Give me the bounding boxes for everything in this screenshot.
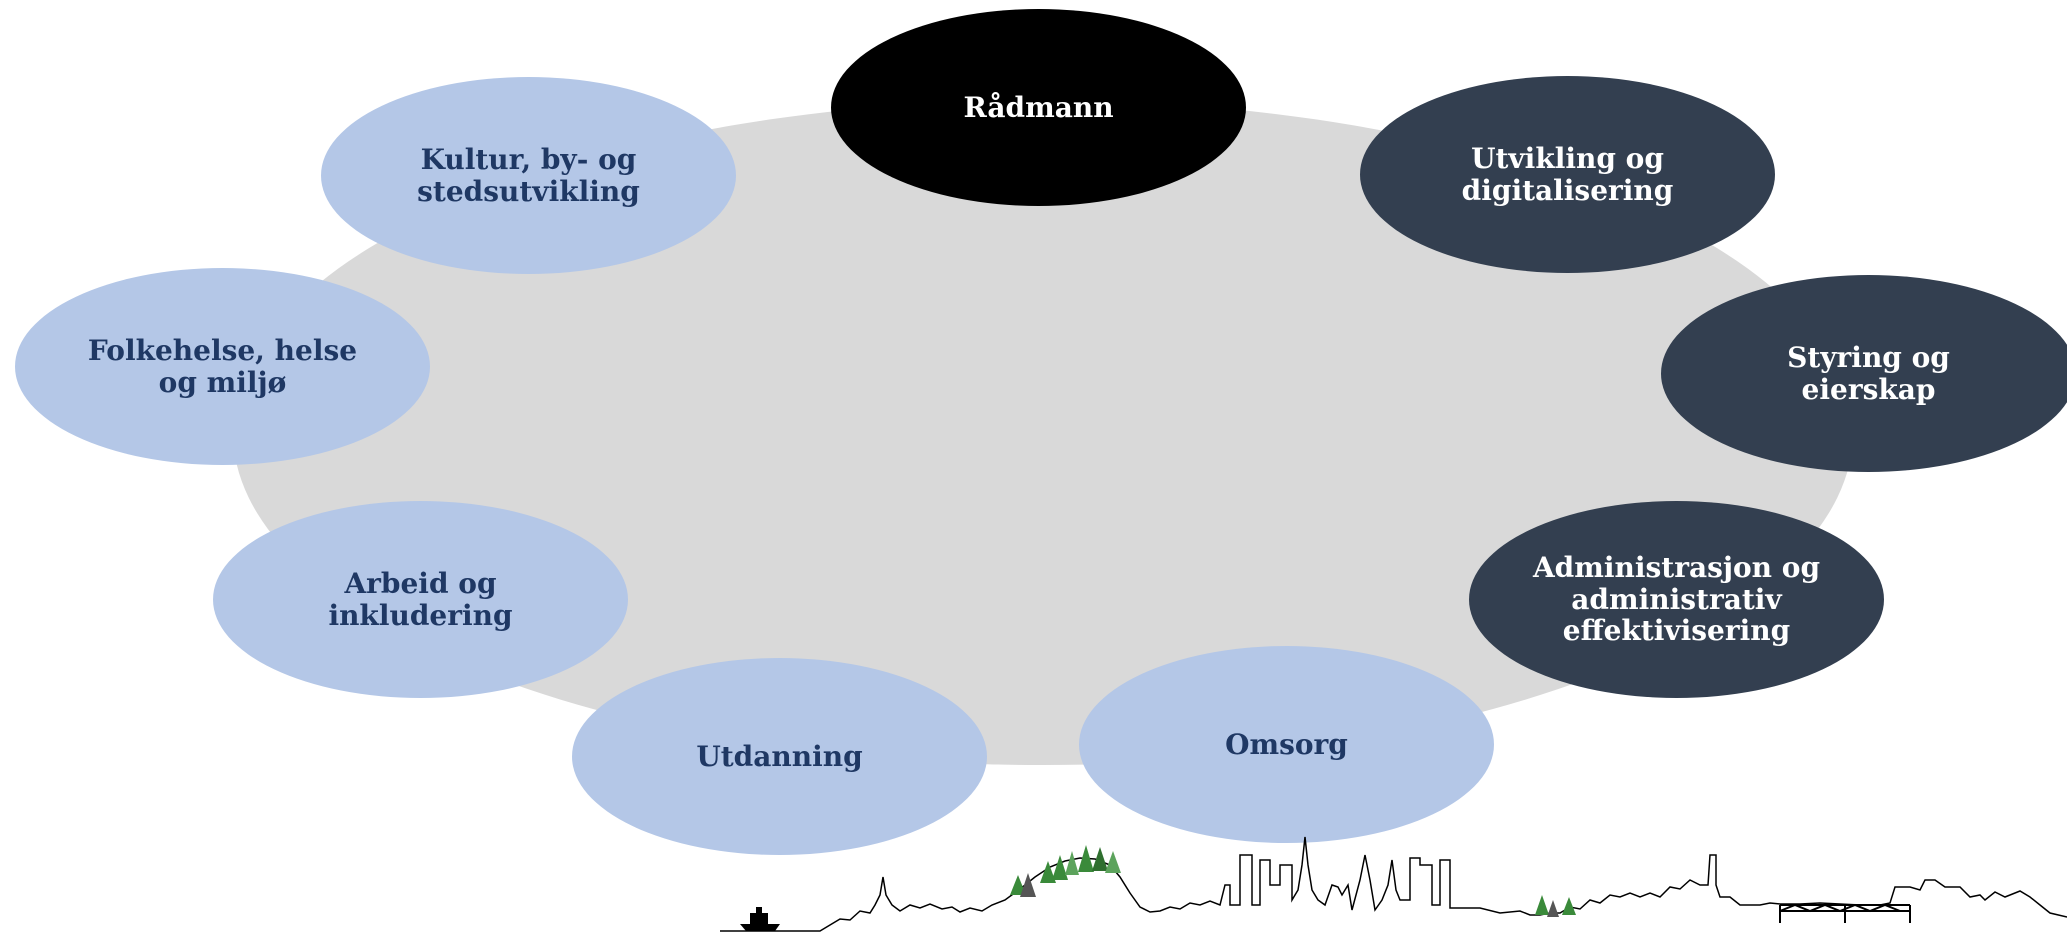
node-kultur-by-og-stedsutvikling: Kultur, by- og stedsutvikling xyxy=(321,77,736,274)
ship-icon xyxy=(740,907,780,931)
node-label-line: Folkehelse, helse xyxy=(87,333,358,367)
node-utvikling-og-digitalisering: Utvikling og digitalisering xyxy=(1360,76,1775,273)
node-label-line: Kultur, by- og xyxy=(420,142,637,176)
node-administrasjon-og-administrativ-effektivisering: Administrasjon og administrativ effektiv… xyxy=(1469,501,1884,698)
node-label-line: Arbeid og xyxy=(344,566,497,600)
node-arbeid-og-inkludering: Arbeid og inkludering xyxy=(213,501,628,698)
node-label-line: eierskap xyxy=(1801,372,1936,406)
bridge-icon xyxy=(1779,903,1911,923)
node-label-line: og miljø xyxy=(158,365,287,399)
node-styring-og-eierskap: Styring og eierskap xyxy=(1661,275,2067,472)
node-omsorg: Omsorg xyxy=(1079,646,1494,843)
node-folkehelse-helse-og-miljo: Folkehelse, helse og miljø xyxy=(15,268,430,465)
node-label-line: stedsutvikling xyxy=(417,174,640,208)
skyline-outline xyxy=(720,836,2067,932)
node-label-line: inkludering xyxy=(328,598,513,632)
node-label-line: Utvikling og xyxy=(1471,141,1664,175)
node-label-line: Styring og xyxy=(1787,340,1950,374)
node-label-line: digitalisering xyxy=(1461,173,1674,207)
node-label-line: administrativ xyxy=(1571,582,1782,616)
tree-icons xyxy=(1010,845,1576,917)
node-utdanning: Utdanning xyxy=(572,658,987,855)
node-label: Rådmann xyxy=(963,90,1114,124)
node-label-line: effektivisering xyxy=(1562,614,1791,648)
node-label-line: Administrasjon og xyxy=(1532,551,1821,585)
node-label: Utdanning xyxy=(696,739,863,773)
node-radmann: Rådmann xyxy=(831,9,1246,206)
node-label: Omsorg xyxy=(1225,727,1348,761)
city-skyline-illustration xyxy=(720,836,2067,932)
